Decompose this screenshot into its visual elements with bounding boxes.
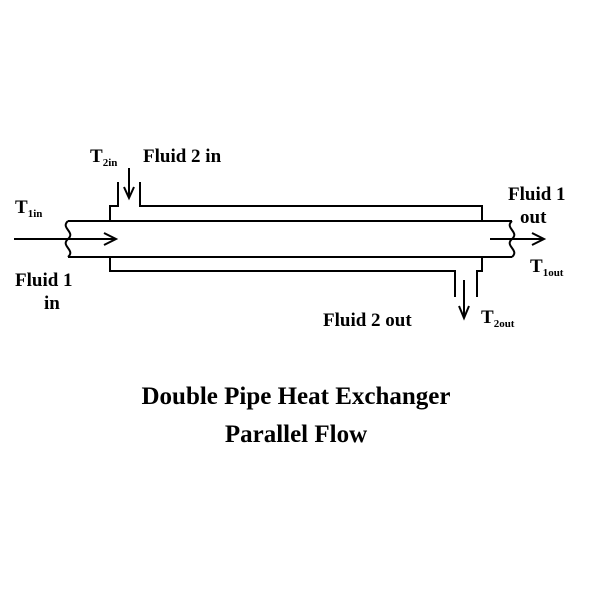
outer-pipe-top-wall [109,182,483,221]
label-t1out: T1out [530,256,564,279]
outer-pipe-bottom-wall [109,257,483,297]
fluid2-inlet-arrow [123,168,135,201]
label-fluid2-in: Fluid 2 in [143,146,222,167]
label-fluid2-out: Fluid 2 out [323,310,412,331]
inner-pipe [64,220,516,258]
caption-line1: Double Pipe Heat Exchanger [141,383,450,410]
label-t2in: T2in [90,146,117,169]
fluid1-inlet-arrow [14,232,119,246]
label-fluid1-in-line2: in [44,293,60,314]
outer-pipe [109,182,483,297]
label-t1in: T1in [15,197,42,220]
label-t2out: T2out [481,307,515,330]
label-fluid1-in-line1: Fluid 1 [15,270,73,291]
label-fluid1-out-line1: Fluid 1 [508,184,566,205]
fluid2-outlet-arrow [458,280,470,321]
caption-line2: Parallel Flow [225,421,367,448]
fluid1-outlet-arrow [490,232,547,246]
label-fluid1-out-line2: out [520,207,547,228]
